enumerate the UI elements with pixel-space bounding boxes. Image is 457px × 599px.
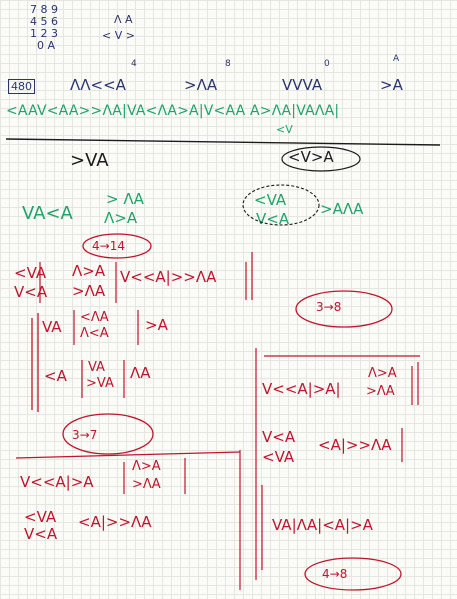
green-long-sequence: <AAV<AA>>ΛA|VA<ΛA>A|V<AA A>ΛA|VAΛA| bbox=[6, 103, 340, 119]
red-b3-top: VA bbox=[88, 360, 105, 375]
red-bl1-a: V<<A|>A bbox=[20, 473, 94, 491]
red-r1-bottom: >ΛA bbox=[366, 384, 395, 399]
red-b3-tail: ΛA bbox=[130, 364, 151, 382]
keypad-row-3: 1 2 3 bbox=[30, 27, 58, 40]
red-r2-top: V<A bbox=[262, 428, 296, 446]
code-2: >ΛA bbox=[184, 76, 218, 94]
red-b2-a: VA bbox=[42, 318, 62, 336]
puzzle-number: 480 bbox=[8, 79, 35, 94]
red-bl1-bottom: >ΛA bbox=[132, 477, 161, 492]
red-b3-bottom: >VA bbox=[86, 376, 114, 391]
red-b2-tail: >A bbox=[145, 316, 168, 334]
green-long-sub: <V bbox=[276, 123, 293, 136]
green-mid-right-bottom: V<A bbox=[256, 210, 290, 228]
ellipse-4-8 bbox=[304, 557, 402, 591]
red-bl2-tail: <A|>>ΛA bbox=[78, 513, 152, 531]
code-1: ΛΛ<<A bbox=[70, 76, 126, 94]
red-b1-l1-a: <VA bbox=[14, 264, 47, 282]
red-bl2-top: <VA bbox=[24, 508, 57, 526]
label-3-8: 3→8 bbox=[316, 300, 342, 314]
red-b1-l1-c: V<<A|>>ΛA bbox=[120, 268, 217, 286]
green-mid-right-top: <VA bbox=[254, 191, 287, 209]
ellipse-3-8 bbox=[295, 290, 393, 328]
code-4-mark: A bbox=[393, 54, 400, 64]
direction-row-1: Λ A bbox=[114, 13, 133, 26]
code-3: VVVA bbox=[282, 76, 323, 94]
code-1-mark: 4 bbox=[131, 59, 137, 69]
ellipse-3-7 bbox=[62, 413, 154, 455]
code-4: >A bbox=[380, 76, 403, 94]
ellipse-row2 bbox=[281, 146, 361, 172]
row2-left: >VA bbox=[70, 150, 109, 171]
green-mid-left: VA<A bbox=[22, 203, 73, 224]
direction-row-2: < V > bbox=[102, 29, 135, 42]
red-bl2-bottom: V<A bbox=[24, 525, 58, 543]
green-mid-right-tail: >AΛA bbox=[320, 200, 364, 218]
code-3-mark: 0 bbox=[324, 59, 330, 69]
ellipse-green-stack bbox=[242, 184, 320, 226]
red-r1-top: Λ>A bbox=[368, 366, 397, 381]
red-b3-a: <A bbox=[44, 367, 67, 385]
red-b1-l2-b: >ΛA bbox=[72, 282, 106, 300]
red-b1-l1-b: Λ>A bbox=[72, 262, 106, 280]
green-mid-stack-top: > ΛA bbox=[106, 190, 144, 208]
code-2-mark: 8 bbox=[225, 59, 231, 69]
red-r3: VA|ΛA|<A|>A bbox=[272, 516, 373, 534]
ellipse-4-14 bbox=[82, 233, 152, 259]
keypad-row-2: 4 5 6 bbox=[30, 15, 58, 28]
green-mid-stack-bottom: Λ>A bbox=[104, 209, 138, 227]
keypad-row-1: 7 8 9 bbox=[30, 3, 58, 16]
red-r2-bottom: <VA bbox=[262, 448, 295, 466]
keypad-row-4: 0 A bbox=[37, 39, 56, 52]
label-4-8: 4→8 bbox=[322, 567, 348, 581]
red-b2-bottom: Λ<A bbox=[80, 326, 109, 341]
separator-line bbox=[5, 138, 441, 146]
row2-right: <V>A bbox=[288, 148, 334, 166]
red-b2-top: <ΛA bbox=[80, 310, 109, 325]
red-r1-a: V<<A|>A| bbox=[262, 380, 341, 398]
red-b1-l2-a: V<A bbox=[14, 283, 48, 301]
red-r2-tail: <A|>>ΛA bbox=[318, 436, 392, 454]
label-3-7: 3→7 bbox=[72, 428, 98, 442]
red-bl1-top: Λ>A bbox=[132, 459, 161, 474]
label-4-14: 4→14 bbox=[92, 239, 125, 253]
